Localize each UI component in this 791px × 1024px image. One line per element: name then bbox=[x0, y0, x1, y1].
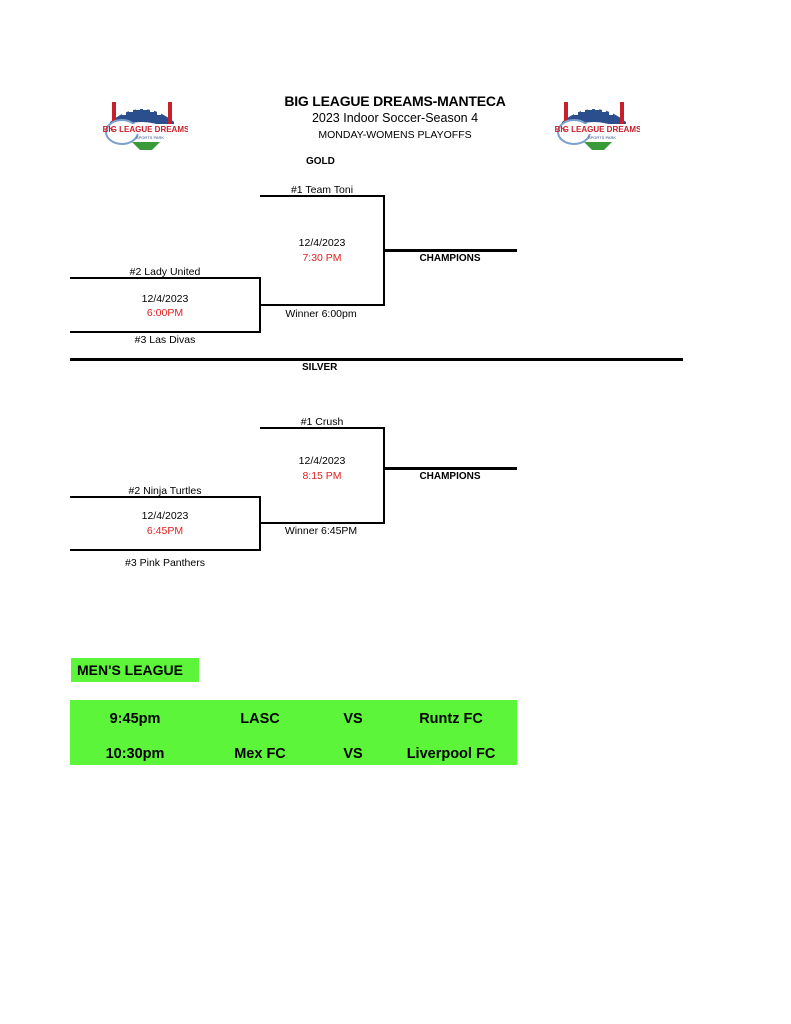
gold-final-time: 7:30 PM bbox=[302, 252, 342, 264]
silver-winner-label: Winner 6:45PM bbox=[284, 525, 358, 537]
gold-champions-label: CHAMPIONS bbox=[419, 253, 481, 264]
gold-final-date: 12/4/2023 bbox=[298, 237, 346, 249]
silver-seed3: #3 Pink Panthers bbox=[125, 557, 205, 569]
silver-bracket-heading: SILVER bbox=[302, 362, 338, 373]
mens-league-heading: MEN'S LEAGUE bbox=[71, 658, 199, 682]
gold-seed3: #3 Las Divas bbox=[134, 334, 196, 346]
silver-semi-time: 6:45PM bbox=[146, 525, 184, 537]
game-1-vs: VS bbox=[343, 711, 363, 727]
game-2-time: 10:30pm bbox=[105, 746, 165, 762]
gold-winner-line bbox=[259, 304, 385, 306]
gold-seed2-line bbox=[70, 277, 261, 279]
big-league-dreams-logo-left: BIG LEAGUE DREAMS SPORTS PARK bbox=[103, 102, 188, 150]
silver-seed3-line bbox=[70, 549, 261, 551]
svg-text:BIG LEAGUE DREAMS: BIG LEAGUE DREAMS bbox=[555, 125, 640, 134]
svg-text:BIG LEAGUE DREAMS: BIG LEAGUE DREAMS bbox=[103, 125, 188, 134]
gold-seed1: #1 Team Toni bbox=[290, 184, 354, 196]
big-league-dreams-logo-right: BIG LEAGUE DREAMS SPORTS PARK bbox=[555, 102, 640, 150]
section-divider bbox=[70, 358, 683, 361]
game-1-home: LASC bbox=[240, 711, 280, 727]
game-1-time: 9:45pm bbox=[109, 711, 161, 727]
silver-final-time: 8:15 PM bbox=[302, 470, 342, 482]
silver-final-date: 12/4/2023 bbox=[298, 455, 346, 467]
gold-champions-line bbox=[383, 249, 517, 252]
silver-final-connector bbox=[383, 427, 385, 524]
game-1-away: Runtz FC bbox=[419, 711, 483, 727]
division-label: MONDAY-WOMENS PLAYOFFS bbox=[318, 129, 472, 141]
silver-champions-line bbox=[383, 467, 517, 470]
svg-text:SPORTS PARK: SPORTS PARK bbox=[588, 135, 616, 140]
game-2-vs: VS bbox=[343, 746, 363, 762]
silver-winner-line bbox=[259, 522, 385, 524]
silver-seed1-line bbox=[260, 427, 384, 429]
gold-semi-date: 12/4/2023 bbox=[141, 293, 189, 305]
page-subtitle: 2023 Indoor Soccer-Season 4 bbox=[311, 111, 479, 125]
gold-seed2: #2 Lady United bbox=[129, 266, 201, 278]
game-2-home: Mex FC bbox=[234, 746, 286, 762]
gold-bracket-heading: GOLD bbox=[306, 156, 335, 167]
silver-seed2-line bbox=[70, 496, 261, 498]
gold-semi-time: 6:00PM bbox=[146, 307, 184, 319]
svg-text:SPORTS PARK: SPORTS PARK bbox=[136, 135, 164, 140]
silver-seed1: #1 Crush bbox=[300, 416, 344, 428]
gold-seed3-line bbox=[70, 331, 261, 333]
silver-champions-label: CHAMPIONS bbox=[419, 471, 481, 482]
gold-seed1-line bbox=[260, 195, 384, 197]
game-2-away: Liverpool FC bbox=[406, 746, 496, 762]
mens-league-schedule: 9:45pm LASC VS Runtz FC 10:30pm Mex FC V… bbox=[70, 700, 517, 765]
silver-semi-date: 12/4/2023 bbox=[141, 510, 189, 522]
page-title: BIG LEAGUE DREAMS-MANTECA bbox=[284, 93, 506, 109]
silver-seed2: #2 Ninja Turtles bbox=[128, 485, 202, 497]
gold-winner-label: Winner 6:00pm bbox=[285, 308, 357, 320]
